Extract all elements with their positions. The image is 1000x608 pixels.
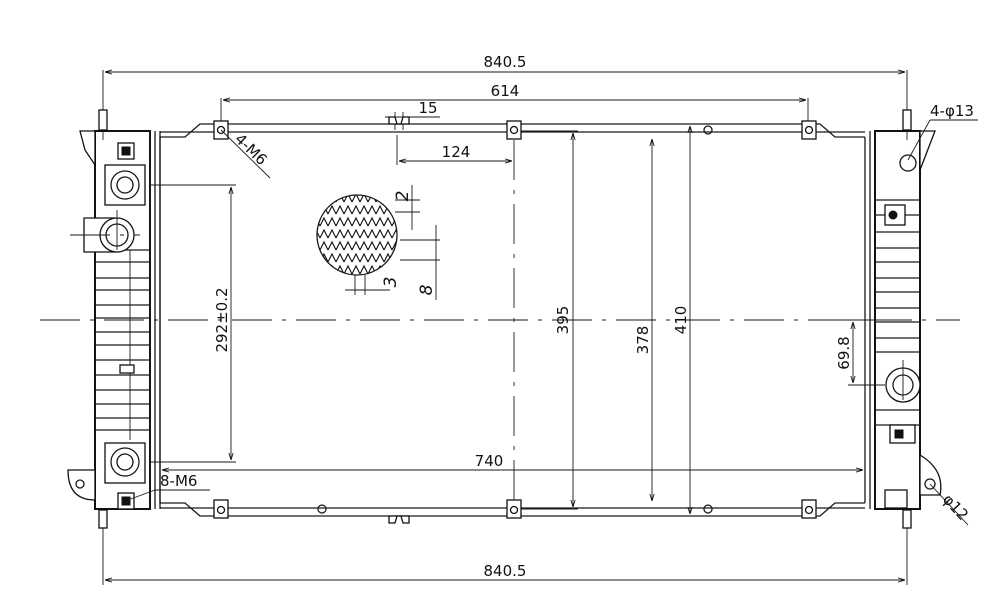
label-overall-width-bottom: 840.5 — [484, 562, 527, 580]
label-notch-offset: 124 — [442, 143, 471, 161]
dim-inner-height: 378 — [634, 139, 652, 501]
right-tank — [869, 109, 942, 529]
label-notch-width: 15 — [418, 99, 437, 117]
note-top-right-holes: 4-φ13 — [907, 102, 978, 161]
label-core-height: 395 — [554, 306, 572, 335]
label-mount-spacing: 292±0.2 — [213, 287, 231, 352]
dim-bracket-spacing: 614 — [220, 82, 809, 125]
note-top-left-threads: 4-M6 — [220, 129, 271, 179]
note-bottom-left-threads: 8-M6 — [127, 472, 210, 501]
left-tank — [67, 109, 161, 529]
label-outlet-offset: 69.8 — [835, 336, 853, 369]
dim-core-width: 740 — [162, 452, 863, 470]
label-hole-note-top-right: 4-φ13 — [930, 102, 974, 120]
label-fin-dim-small: 3 — [381, 277, 401, 288]
dim-overall-width-bottom: 840.5 — [102, 525, 908, 585]
label-hole-note-bottom-right: φ12 — [939, 490, 972, 523]
label-fin-pitch: 2 — [393, 191, 413, 202]
dim-total-height: 410 — [672, 126, 690, 514]
label-thread-note-top-left: 4-M6 — [231, 130, 270, 169]
dim-core-height: 395 — [521, 130, 578, 510]
label-core-width: 740 — [475, 452, 504, 470]
dim-notch-width: 15 — [385, 99, 440, 130]
dim-outlet-offset: 69.8 — [835, 319, 895, 386]
dim-mount-spacing: 292±0.2 — [150, 184, 236, 463]
fin-detail: 2 8 3 — [316, 185, 440, 300]
dim-notch-offset: 124 — [396, 135, 512, 165]
note-bottom-right-hole: φ12 — [929, 483, 972, 526]
top-rail — [160, 116, 865, 140]
label-fin-dim-large: 8 — [417, 284, 437, 295]
label-overall-width-top: 840.5 — [484, 53, 527, 71]
label-total-height: 410 — [672, 306, 690, 335]
label-thread-note-bottom-left: 8-M6 — [160, 472, 197, 490]
label-inner-height: 378 — [634, 326, 652, 355]
label-bracket-spacing: 614 — [491, 82, 520, 100]
bottom-rail — [160, 499, 865, 524]
dim-overall-width-top: 840.5 — [102, 53, 908, 140]
